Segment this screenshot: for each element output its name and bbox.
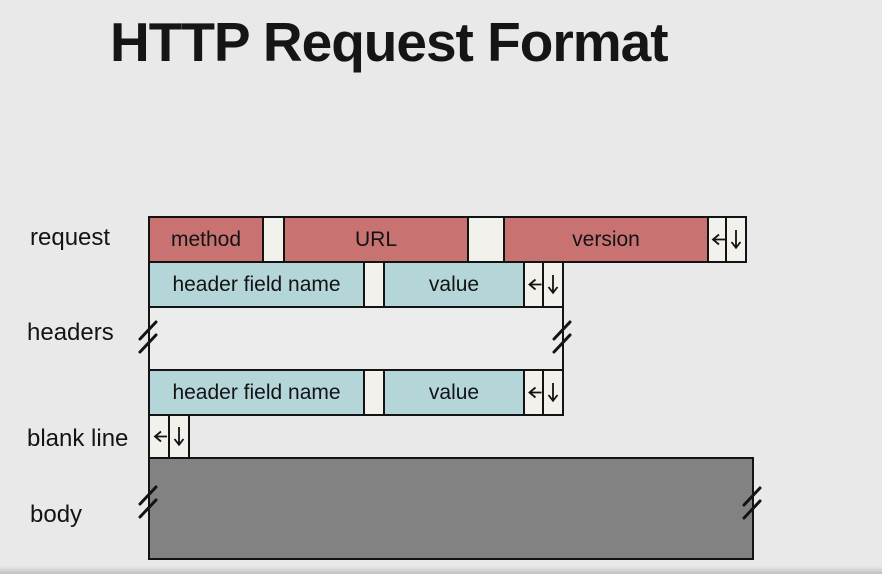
blank-line-row [148, 414, 190, 459]
break-mark-icon [739, 482, 765, 522]
header-row: header field name value [148, 369, 564, 416]
header-field-name: header field name [148, 261, 365, 308]
carriage-return-icon [523, 261, 544, 308]
break-mark-icon [135, 316, 161, 356]
line-feed-icon [725, 216, 747, 263]
request-row: method URL version [148, 216, 747, 263]
headers-label: headers [27, 319, 114, 346]
space-separator-box [262, 216, 285, 263]
line-feed-icon [168, 414, 190, 459]
method-field: method [148, 216, 264, 263]
header-row: header field name value [148, 261, 564, 308]
space-separator-box [363, 369, 385, 416]
break-mark-icon [549, 316, 575, 356]
header-value-field: value [383, 369, 525, 416]
url-field: URL [283, 216, 469, 263]
page-title: HTTP Request Format [110, 11, 669, 73]
line-feed-icon [542, 261, 564, 308]
space-separator-box [363, 261, 385, 308]
body-label: body [30, 501, 83, 528]
header-value-field: value [383, 261, 525, 308]
header-field-name: header field name [148, 369, 365, 416]
carriage-return-icon [148, 414, 170, 459]
carriage-return-icon [523, 369, 544, 416]
carriage-return-icon [707, 216, 727, 263]
request-label: request [30, 224, 111, 251]
body-box [148, 457, 754, 560]
headers-continuation-box [148, 306, 564, 371]
space-separator-box [467, 216, 505, 263]
blank-line-label: blank line [27, 425, 129, 452]
bottom-vignette [0, 566, 882, 574]
version-field: version [503, 216, 709, 263]
line-feed-icon [542, 369, 564, 416]
break-mark-icon [135, 481, 161, 521]
